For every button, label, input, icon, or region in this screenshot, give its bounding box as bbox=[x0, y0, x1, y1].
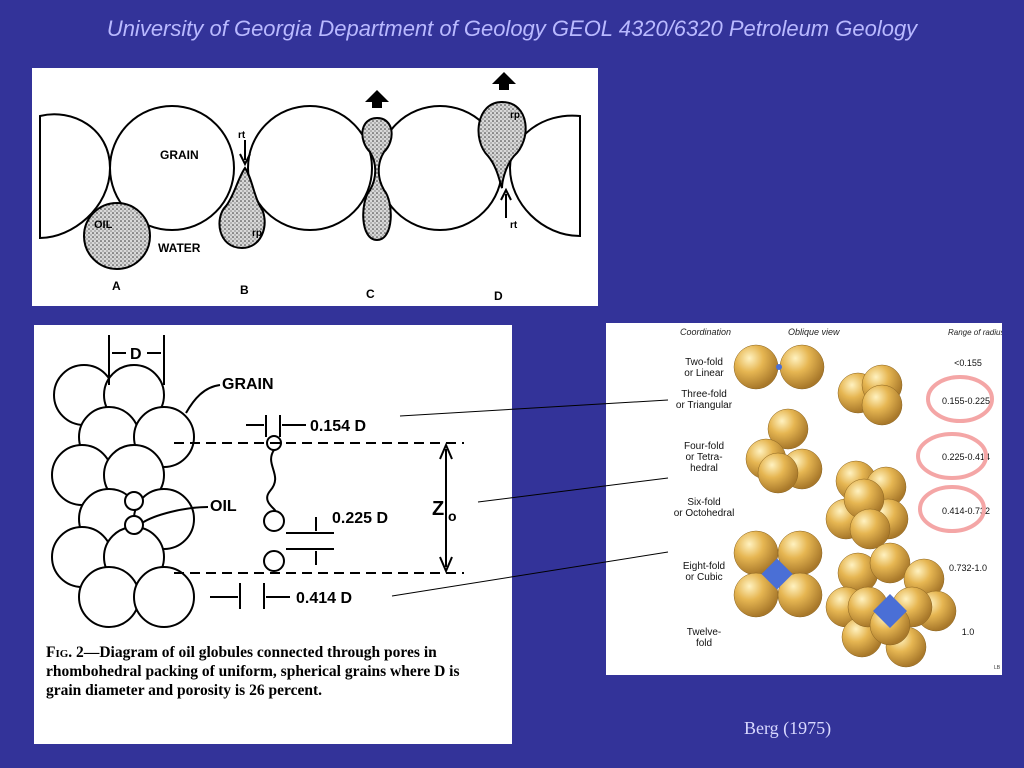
page-title: University of Georgia Department of Geol… bbox=[106, 16, 918, 41]
label-rp: rp bbox=[510, 110, 520, 121]
oil-globule-c bbox=[361, 116, 393, 242]
highlight-oval bbox=[926, 375, 994, 423]
stage-label: D bbox=[494, 289, 503, 303]
label-zsub: o bbox=[448, 508, 457, 524]
arrow-up-icon bbox=[365, 90, 389, 108]
oil-globule-d bbox=[477, 100, 527, 189]
figure-caption-text: —Diagram of oil globules connected throu… bbox=[46, 644, 460, 699]
grain-1 bbox=[109, 105, 235, 231]
corner-mark: LB bbox=[994, 665, 1001, 671]
label-154: 0.154 D bbox=[310, 418, 366, 435]
credit: Berg (1975) bbox=[744, 718, 832, 738]
row-name: Twelve-fold bbox=[687, 627, 721, 649]
oil-globule-b bbox=[218, 166, 266, 250]
label-414: 0.414 D bbox=[296, 590, 352, 607]
coordination-svg: Coordination Oblique view Range of radiu… bbox=[674, 327, 1024, 671]
label-rt: rt bbox=[238, 130, 246, 141]
rhombohedral-packing-diagram: D GRAIN OIL Z o bbox=[34, 325, 512, 744]
header-oblique: Oblique view bbox=[788, 327, 840, 337]
label-d: D bbox=[130, 346, 142, 363]
oil-globule-svg: GRAIN OIL WATER rt rp rp rt A B C D bbox=[39, 72, 581, 303]
label-rp: rp bbox=[252, 228, 262, 239]
arrow-down-icon bbox=[239, 140, 251, 167]
cation-dot bbox=[776, 364, 782, 370]
label-oil: OIL bbox=[94, 219, 113, 231]
range-value: 0.414-0.732 bbox=[942, 506, 990, 516]
label-oil: OIL bbox=[210, 498, 237, 515]
stage-label: C bbox=[366, 287, 375, 301]
label-z: Z bbox=[432, 498, 444, 520]
header-range: Range of radius ratios bbox=[948, 328, 1002, 337]
label-225: 0.225 D bbox=[332, 510, 388, 527]
oil-globule-diagram: GRAIN OIL WATER rt rp rp rt A B C D bbox=[32, 68, 598, 306]
highlight-oval bbox=[916, 432, 988, 480]
range-value: 1.0 bbox=[962, 627, 975, 637]
range-value: <0.155 bbox=[954, 358, 982, 368]
figure-caption: Fig. 2—Diagram of oil globules connected… bbox=[46, 643, 486, 700]
stage-label: B bbox=[240, 283, 249, 297]
arrow-up-icon bbox=[492, 72, 516, 90]
figure-number: Fig. 2 bbox=[46, 644, 84, 661]
packing-svg: D GRAIN OIL Z o bbox=[51, 335, 464, 628]
range-value: 0.225-0.414 bbox=[942, 452, 990, 462]
grain-right-edge bbox=[508, 114, 581, 238]
header-coordination: Coordination bbox=[680, 327, 731, 337]
label-rt: rt bbox=[510, 220, 518, 231]
range-value: 0.732-1.0 bbox=[949, 563, 987, 573]
highlight-oval bbox=[918, 485, 986, 533]
oil-globule-a bbox=[83, 202, 151, 270]
packing-grain bbox=[133, 566, 195, 628]
label-grain: GRAIN bbox=[222, 376, 274, 393]
cation-dot bbox=[873, 594, 907, 628]
label-water: WATER bbox=[158, 241, 201, 255]
stage-label: A bbox=[112, 279, 121, 293]
arrow-up-small-icon bbox=[500, 187, 512, 218]
label-grain: GRAIN bbox=[160, 148, 199, 162]
range-value: 0.155-0.225 bbox=[942, 396, 990, 406]
grain-2 bbox=[247, 105, 373, 231]
coordination-table: Coordination Oblique view Range of radiu… bbox=[606, 323, 1024, 675]
